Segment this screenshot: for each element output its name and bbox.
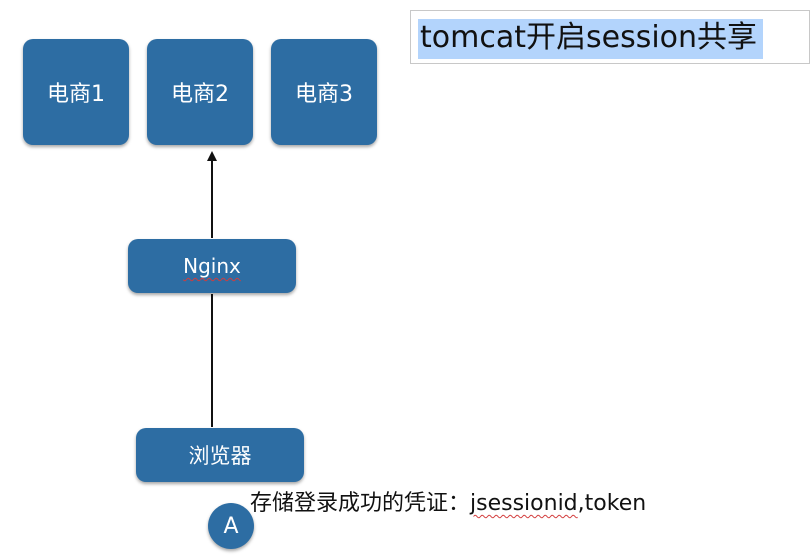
slide-title-box: tomcat开启session共享 [410,10,810,64]
credential-note-suffix: ,token [577,491,647,516]
credential-note-prefix: 存储登录成功的凭证： [250,491,471,516]
server-node-3-label: 电商3 [295,82,353,107]
credential-note: 存储登录成功的凭证：jsessionid,token [250,485,646,517]
nginx-node-label: Nginx [183,254,241,278]
server-node-2: 电商2 [147,39,253,145]
browser-node: 浏览器 [136,428,304,482]
browser-node-label: 浏览器 [188,444,252,468]
credential-note-jsessionid: jsessionid [470,491,578,516]
server-node-1-label: 电商1 [47,82,105,107]
server-node-3: 电商3 [271,39,377,145]
user-avatar-letter: A [223,513,239,539]
server-node-1: 电商1 [23,39,129,145]
user-avatar: A [208,503,254,549]
server-node-2-label: 电商2 [171,82,229,107]
nginx-node: Nginx [128,239,296,293]
slide-title: tomcat开启session共享 [418,19,764,59]
